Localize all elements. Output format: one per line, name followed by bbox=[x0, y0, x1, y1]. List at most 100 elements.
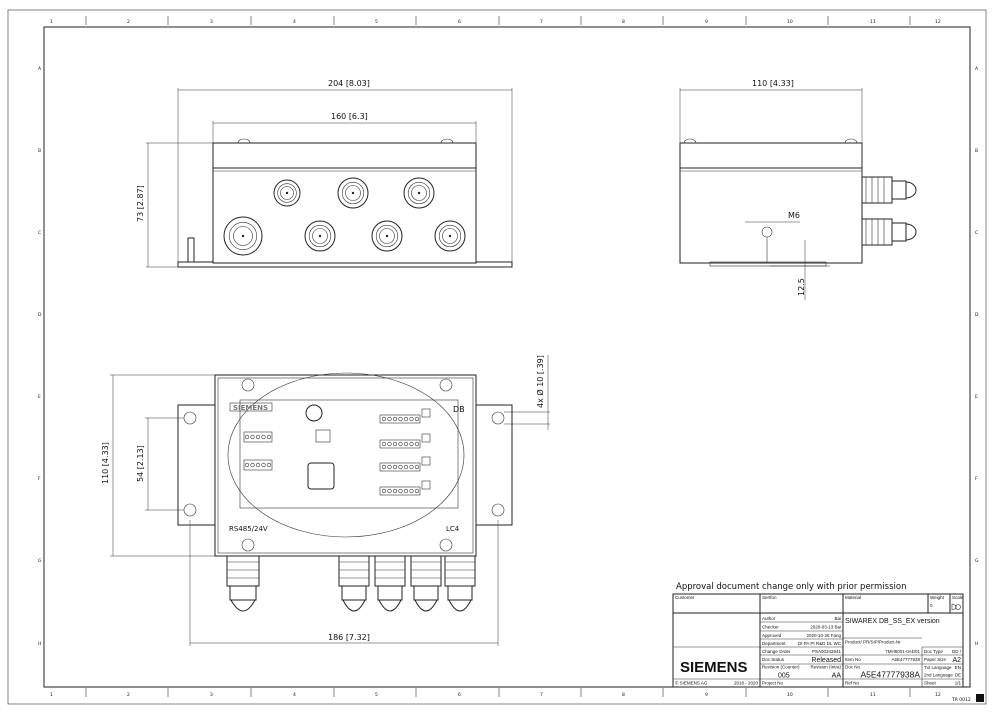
column-marker: 11 bbox=[870, 692, 876, 698]
column-marker: 4 bbox=[293, 692, 296, 698]
revision-intra-value: AA bbox=[832, 673, 842, 680]
department-value: DI PA PI R&D DL WC bbox=[798, 641, 842, 646]
copyright: © SIEMENS AG bbox=[675, 680, 708, 686]
column-marker: 10 bbox=[787, 692, 793, 698]
column-marker: 4 bbox=[293, 19, 296, 25]
row-marker: E bbox=[975, 394, 978, 400]
second-language-label: 2nd Language bbox=[924, 673, 953, 678]
terminal-block bbox=[379, 456, 431, 472]
terminal-block bbox=[379, 433, 431, 449]
row-marker: G bbox=[38, 558, 42, 564]
form-code: TR 0012 bbox=[951, 697, 971, 703]
cable-gland-top bbox=[444, 555, 476, 612]
column-marker: 5 bbox=[375, 19, 378, 25]
row-marker: C bbox=[38, 230, 41, 236]
department-label: Department bbox=[762, 641, 786, 646]
row-marker: C bbox=[975, 230, 978, 236]
cable-gland bbox=[273, 179, 301, 207]
column-marker: 10 bbox=[787, 19, 793, 25]
paper-size-label: Paper Size bbox=[924, 657, 947, 662]
second-language-value: DE bbox=[955, 673, 961, 678]
material-label: Material bbox=[845, 595, 861, 600]
board-label-db: DB bbox=[453, 405, 465, 414]
row-marker: F bbox=[38, 476, 41, 482]
language-label: Txt Language bbox=[924, 665, 952, 670]
column-marker: 5 bbox=[375, 692, 378, 698]
row-marker: H bbox=[975, 641, 978, 647]
row-marker: A bbox=[38, 66, 42, 72]
revision-intra-label: Revision (Intra) bbox=[810, 665, 841, 670]
column-marker: 6 bbox=[458, 19, 461, 25]
dim-holes: 4x Ø 10 [.39] bbox=[535, 355, 545, 408]
column-marker: 11 bbox=[870, 19, 876, 25]
dim-front-body: 160 [6.3] bbox=[331, 112, 368, 121]
column-marker: 12 bbox=[935, 19, 941, 25]
change-order-label: Change Order bbox=[762, 649, 791, 654]
column-marker: 9 bbox=[705, 19, 708, 25]
approval-notice: Approval document change only with prior… bbox=[676, 582, 906, 592]
weight-value: 0 bbox=[930, 603, 933, 608]
author-value: Bai bbox=[834, 616, 841, 621]
row-marker: D bbox=[38, 312, 42, 318]
column-marker: 7 bbox=[540, 19, 543, 25]
column-marker: 1 bbox=[50, 19, 53, 25]
board-label-right: LC4 bbox=[446, 525, 460, 533]
cable-gland-side bbox=[861, 218, 917, 246]
column-marker: 12 bbox=[935, 692, 941, 698]
column-marker: 8 bbox=[622, 19, 625, 25]
cable-gland bbox=[434, 220, 466, 252]
author-label: Author bbox=[762, 616, 776, 621]
item-value: A5E47777938 bbox=[891, 657, 920, 662]
projection-symbol-icon bbox=[951, 603, 961, 611]
column-marker: 2 bbox=[127, 692, 130, 698]
cable-gland bbox=[403, 177, 435, 209]
column-marker: 9 bbox=[705, 692, 708, 698]
revision-counter-value: 005 bbox=[778, 673, 790, 680]
doc-no-value: A5E47777938A bbox=[860, 670, 920, 680]
cable-gland-side bbox=[861, 176, 917, 204]
ref-label: Ref No bbox=[845, 681, 860, 686]
column-marker: 3 bbox=[210, 692, 213, 698]
change-order-value: PSA00342941 bbox=[812, 649, 842, 654]
dim-top-length: 186 [7.32] bbox=[328, 633, 370, 642]
row-marker: A bbox=[975, 66, 979, 72]
product-label: Product/ PR/SIP/Product-Nr bbox=[845, 640, 901, 645]
doc-no-label: Doc No bbox=[845, 665, 861, 670]
row-marker: D bbox=[975, 312, 979, 318]
customer-label: Customer bbox=[675, 595, 695, 600]
product-value: 7MH5001-0AD01 bbox=[885, 649, 920, 654]
board-label-left: RS485/24V bbox=[229, 525, 268, 533]
dim-front-height: 73 [2.87] bbox=[136, 185, 145, 222]
terminal-block bbox=[379, 480, 431, 496]
row-marker: G bbox=[975, 558, 979, 564]
copyright-years: 2018 - 2020 bbox=[734, 681, 759, 686]
doc-status-label: Doc Status bbox=[762, 657, 785, 662]
dim-front-overall: 204 [8.03] bbox=[328, 79, 370, 88]
sheet-label: Sheet bbox=[924, 681, 937, 686]
dim-top-holes-spacing: 54 [2.13] bbox=[136, 445, 145, 482]
dim-side-offset: 12.5 bbox=[797, 278, 806, 296]
approved-label: Approved bbox=[762, 633, 782, 638]
column-marker: 2 bbox=[127, 19, 130, 25]
row-marker: H bbox=[38, 641, 41, 647]
front-view: 204 [8.03] 160 [6.3] 73 [2.87] bbox=[136, 79, 513, 268]
certificate-label: Sertfon bbox=[762, 595, 777, 600]
board-logo: SIEMENS bbox=[233, 404, 268, 412]
weight-label: Weight bbox=[930, 595, 945, 600]
item-label: Item No bbox=[845, 657, 861, 662]
column-marker: 3 bbox=[210, 19, 213, 25]
column-marker: 7 bbox=[540, 692, 543, 698]
cable-gland-top bbox=[410, 555, 442, 612]
row-marker: F bbox=[975, 476, 978, 482]
language-value: EN bbox=[955, 665, 961, 670]
cable-gland bbox=[223, 216, 263, 256]
cable-gland-top bbox=[338, 555, 370, 612]
revision-counter-label: Revision (Counter) bbox=[762, 665, 800, 670]
side-view: M6 110 [4.33] 12.5 bbox=[679, 79, 917, 300]
dim-side-thread: M6 bbox=[788, 211, 800, 220]
